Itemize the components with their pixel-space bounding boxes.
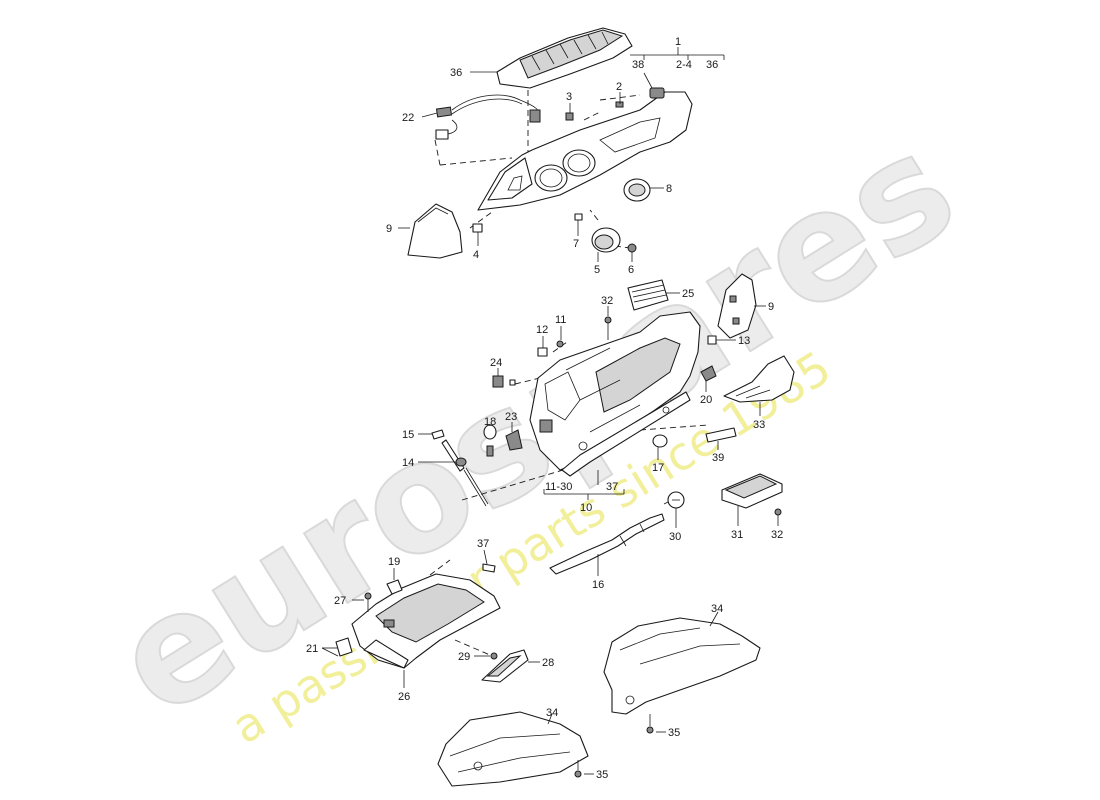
callout-35-lower: 35 [596,769,608,781]
part-12-clip[interactable] [537,347,548,357]
callout-26: 26 [398,691,410,703]
callout-8: 8 [666,183,672,195]
callout-30: 30 [669,531,681,543]
callout-9-left: 9 [386,223,392,235]
part-34-cover-panel-upper[interactable] [603,617,761,715]
callout-22: 22 [402,112,414,124]
part-31-storage-tray[interactable] [721,473,783,509]
callout-29: 29 [458,651,470,663]
part-32-screw-top[interactable] [604,316,612,340]
part-16-lock-rod[interactable] [549,513,665,575]
part-20-clip[interactable] [700,365,717,382]
callout-14: 14 [402,457,414,469]
part-5-vent-nozzle[interactable] [591,227,621,253]
callout-35-upper: 35 [668,727,680,739]
callout-23: 23 [505,411,517,423]
callout-39: 39 [712,452,724,464]
part-30-lock-cylinder[interactable] [663,491,685,509]
part-34-cover-panel-lower[interactable] [437,711,589,787]
callout-31: 31 [731,529,743,541]
bracket-label-10: 10 [580,502,592,514]
callout-36: 36 [450,67,462,79]
part-10-glove-box-housing[interactable] [529,311,701,477]
callout-15: 15 [402,429,414,441]
part-7-clip[interactable] [574,213,583,221]
bracket-label-37: 37 [606,481,618,493]
callout-5: 5 [594,264,600,276]
callout-7: 7 [573,238,579,250]
part-37-bumper[interactable] [482,563,496,573]
part-6-screw[interactable] [627,243,637,253]
callout-2: 2 [616,81,622,93]
callout-labels: 1 2-4 36 38 36 2 3 22 8 9 4 7 5 6 32 25 … [306,36,783,781]
bracket-label-2-4: 2-4 [676,59,692,71]
part-28-latch-handle[interactable] [481,649,529,683]
callout-37: 37 [477,538,489,550]
part-15-strut-end[interactable] [431,429,445,440]
part-27-screw[interactable] [364,592,372,612]
part-39-label-strip[interactable] [705,427,737,443]
part-21-hinge[interactable] [335,637,353,657]
callout-17: 17 [652,462,664,474]
part-9-side-cover-right[interactable] [717,273,757,339]
callout-19: 19 [388,556,400,568]
part-9-side-cover-left[interactable] [407,203,463,259]
part-4-clip[interactable] [472,223,483,233]
callout-33: 33 [753,419,765,431]
callout-34-upper: 34 [711,603,723,615]
callout-3: 3 [566,91,572,103]
callout-21: 21 [306,643,318,655]
part-22-wiring-harness[interactable] [435,94,541,140]
part-29-screw[interactable] [490,652,498,660]
callout-32-tray: 32 [771,529,783,541]
callout-12: 12 [536,324,548,336]
callout-9-right: 9 [768,301,774,313]
callout-25: 25 [682,288,694,300]
callout-16: 16 [592,579,604,591]
callout-6: 6 [628,264,634,276]
part-32-screw-tray[interactable] [774,508,782,516]
callout-20: 20 [700,394,712,406]
callout-34-lower: 34 [546,707,558,719]
part-14-gas-strut[interactable] [441,439,489,507]
callout-38: 38 [632,59,644,71]
part-19-clip[interactable] [386,579,403,595]
part-8-air-vent-ring[interactable] [623,178,651,202]
callout-18: 18 [484,416,496,428]
callout-13: 13 [738,335,750,347]
callout-27: 27 [334,595,346,607]
part-13-clip[interactable] [707,335,717,345]
part-36-top-trim[interactable] [496,27,633,89]
callout-24: 24 [490,357,502,369]
callout-11: 11 [555,314,566,326]
assembly-lines [429,80,736,656]
part-23-latch[interactable] [505,429,523,451]
part-25-speaker-grille[interactable] [627,279,669,311]
leader-lines [321,47,779,778]
bracket-label-1: 1 [675,36,681,48]
part-17-damper[interactable] [652,434,668,448]
callout-28: 28 [542,657,554,669]
callout-32-top: 32 [601,295,613,307]
part-26-glove-box-lid[interactable] [351,573,501,669]
callout-4: 4 [473,249,479,261]
part-11-screw[interactable] [556,340,564,348]
part-33-side-trim[interactable] [723,355,795,403]
part-1-upper-console[interactable] [477,87,693,211]
bracket-label-11-30: 11-30 [545,481,572,493]
bracket-label-36: 36 [706,59,718,71]
